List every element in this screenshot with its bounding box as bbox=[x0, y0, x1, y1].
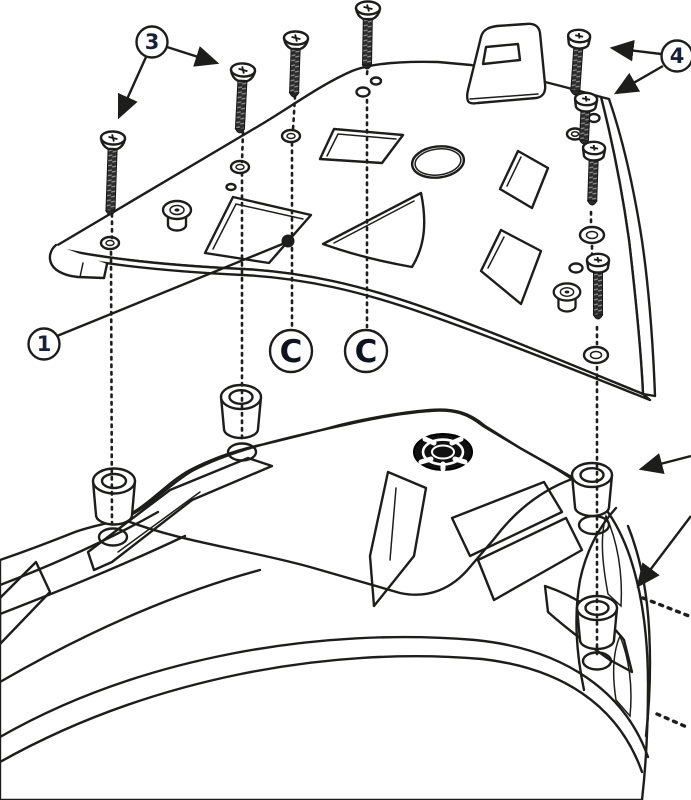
rack-center-rib bbox=[368, 470, 428, 608]
rack-right-chevron-2 bbox=[476, 516, 584, 602]
plate-tip-fold bbox=[48, 243, 109, 280]
callout-3-label: 3 bbox=[145, 30, 160, 54]
washer-ring-icon bbox=[578, 225, 606, 245]
screw-hole bbox=[99, 235, 121, 251]
side-hatch-lower bbox=[612, 634, 632, 718]
motorcycle-rear-rack bbox=[0, 408, 652, 800]
rack-left-wedge bbox=[0, 560, 52, 646]
screw-hole bbox=[568, 262, 584, 274]
screw-hole bbox=[280, 128, 302, 144]
callout-3-arrow bbox=[117, 56, 148, 120]
callout-3-circle bbox=[135, 25, 169, 59]
motorcycle-body bbox=[0, 408, 650, 800]
rack-right-chevron-1 bbox=[450, 480, 564, 558]
washer-ring-icon bbox=[582, 345, 610, 365]
bracket-slot bbox=[481, 42, 522, 66]
callout-1-leader bbox=[56, 241, 286, 338]
callout-1-circle bbox=[27, 327, 61, 361]
plate-tip-fold-line bbox=[79, 262, 84, 278]
screw-hole bbox=[229, 159, 251, 175]
countersunk-screw-icon bbox=[354, 0, 382, 70]
mounting-plate bbox=[48, 22, 657, 402]
rubber-grommet-icon bbox=[161, 199, 193, 232]
countersunk-screw-icon bbox=[282, 30, 310, 98]
cutout-circle bbox=[410, 145, 466, 179]
pan-head-screw-icon bbox=[581, 140, 607, 206]
rack-lower-ledge bbox=[543, 584, 634, 674]
pan-head-screw-group bbox=[566, 28, 611, 320]
screw-hole bbox=[355, 86, 371, 98]
countersunk-screw-icon bbox=[229, 62, 257, 134]
torx-center-bolt-icon bbox=[413, 433, 473, 472]
rack-center-rib-line bbox=[389, 487, 397, 561]
bodywork-seams bbox=[0, 506, 652, 774]
cutout-quad-right-upper bbox=[498, 149, 550, 210]
rack-mount-holes bbox=[97, 442, 613, 671]
rack-hole-left-rear bbox=[226, 442, 258, 462]
offscreen-callout-arrow bbox=[638, 453, 691, 475]
rack-left-rib bbox=[86, 456, 274, 572]
pan-head-screw-icon bbox=[585, 252, 611, 320]
cutout-triangle bbox=[321, 191, 426, 269]
countersunk-screw-icon bbox=[99, 130, 127, 216]
rack-deck bbox=[120, 409, 574, 596]
callout-4-label: 4 bbox=[670, 44, 685, 68]
rubber-grommet-icon bbox=[552, 282, 582, 313]
insert-point-c1-circle bbox=[268, 328, 314, 374]
plate-cutouts bbox=[203, 127, 550, 306]
rack-left-rib-line bbox=[117, 491, 201, 553]
spacer-bushings bbox=[91, 383, 619, 651]
side-hatch-upper bbox=[601, 513, 623, 608]
callout-4-arrow bbox=[613, 64, 664, 95]
insert-point-c2-label: C bbox=[355, 334, 378, 370]
pan-head-screw-icon bbox=[573, 91, 599, 145]
cutout-quad-right-lower bbox=[479, 228, 543, 306]
spacer-bushing-icon bbox=[91, 467, 137, 526]
rack-hole-left-front bbox=[97, 527, 129, 547]
offscreen-dotted-leader bbox=[655, 712, 691, 730]
pan-head-screw-icon bbox=[566, 28, 592, 96]
plate-front-edge bbox=[52, 246, 652, 402]
insert-point-c2-circle bbox=[343, 328, 389, 374]
callouts: 1 3 4 C C bbox=[27, 25, 691, 730]
mounting-bracket bbox=[465, 22, 547, 105]
offscreen-dotted-leader bbox=[641, 596, 691, 618]
offscreen-callout-arrow bbox=[636, 515, 691, 588]
callout-4-circle bbox=[660, 39, 691, 73]
callout-1-label: 1 bbox=[37, 332, 52, 356]
callout-3-arrow bbox=[166, 45, 220, 67]
callout-4-arrow bbox=[609, 39, 662, 62]
screw-hole bbox=[369, 76, 383, 86]
insert-point-c1-label: C bbox=[280, 334, 303, 370]
plate-screw-holes bbox=[99, 76, 610, 365]
alignment-dashed-lines bbox=[109, 62, 599, 656]
spacer-bushing-icon bbox=[570, 461, 614, 518]
screw-hole bbox=[225, 182, 237, 192]
